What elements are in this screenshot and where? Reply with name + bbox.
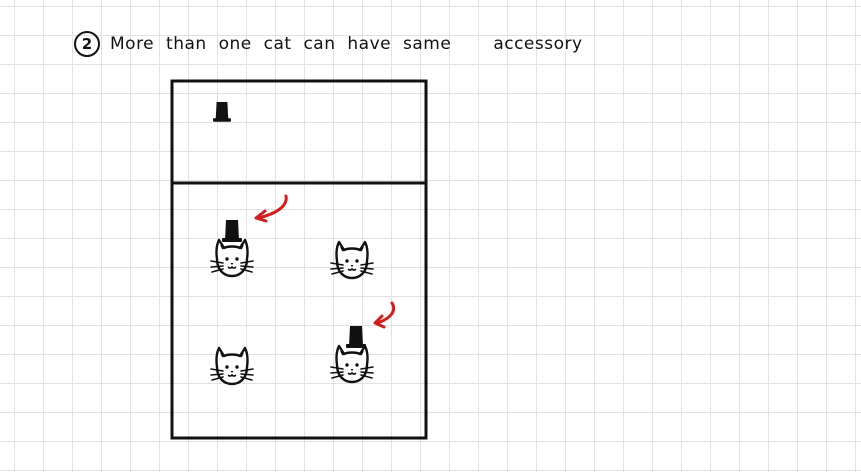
step-number-badge: 2 xyxy=(74,31,100,57)
top-hat-icon xyxy=(213,102,231,122)
top-hat-icon xyxy=(222,220,242,242)
curved-arrow-icon xyxy=(373,301,396,329)
cat-face-icon xyxy=(209,238,255,278)
step-title: More than one cat can have same accessory xyxy=(110,34,583,54)
step-heading: 2 More than one cat can have same accesso… xyxy=(74,24,583,64)
step-number: 2 xyxy=(81,35,93,53)
cat-face-icon xyxy=(329,344,375,384)
top-hat-icon xyxy=(346,326,366,348)
cat-face-icon xyxy=(209,346,255,386)
curved-arrow-icon xyxy=(254,194,288,223)
step-title-main: More than one cat can have same xyxy=(110,34,452,54)
container-box xyxy=(170,79,428,440)
step-title-end: accessory xyxy=(493,34,583,54)
cat-face-icon xyxy=(329,240,375,280)
